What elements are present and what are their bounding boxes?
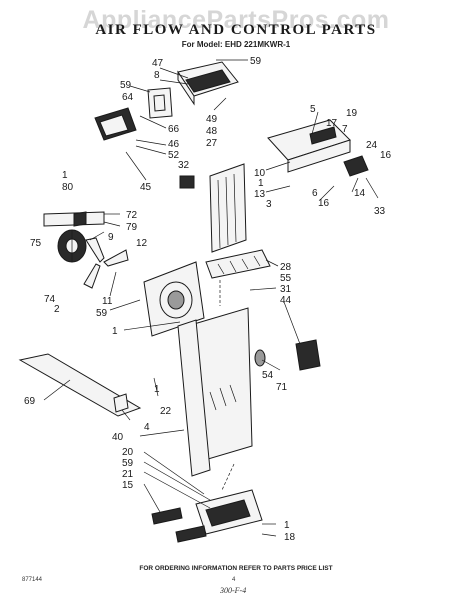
callout-label: 20 <box>122 447 134 458</box>
callout-label: 47 <box>152 58 164 69</box>
callout-label: 1 <box>62 170 68 181</box>
foot-pad <box>175 525 207 543</box>
callout-label: 72 <box>126 210 138 221</box>
callout-label: 27 <box>206 138 218 149</box>
callout-label: 5 <box>310 104 316 115</box>
callout-label: 14 <box>354 188 366 199</box>
callout-labels: 47 8 59 59 64 49 48 66 46 52 45 32 27 5 … <box>24 56 392 543</box>
callout-label: 40 <box>112 432 124 443</box>
callout-label: 11 <box>102 296 113 307</box>
callout-label: 75 <box>30 238 42 249</box>
callout-label: 1 <box>258 178 264 189</box>
callout-label: 28 <box>280 262 292 273</box>
duct-strip <box>18 353 142 417</box>
model-label: For Model: EHD 221MKWR-1 <box>181 40 291 49</box>
callout-label: 24 <box>366 140 378 151</box>
clip <box>113 393 129 413</box>
switch <box>179 175 195 189</box>
callout-label: 19 <box>346 108 358 119</box>
thermostat <box>343 155 369 177</box>
callout-label: 16 <box>380 150 392 161</box>
callout-label: 45 <box>140 182 152 193</box>
air-duct-housing <box>177 61 239 106</box>
air-grille <box>205 249 271 279</box>
callout-label: 66 <box>168 124 180 135</box>
callout-label: 80 <box>62 182 74 193</box>
callout-label: 7 <box>342 124 348 135</box>
callout-label: 12 <box>136 238 148 249</box>
callout-label: 59 <box>122 458 134 469</box>
callout-label: 54 <box>262 370 274 381</box>
callout-label: 8 <box>154 70 160 81</box>
page-number: 4 <box>232 577 236 583</box>
leader-lines <box>43 59 379 537</box>
callout-label: 2 <box>54 304 60 315</box>
handwritten-note: 300-F-4 <box>220 586 247 595</box>
callout-label: 22 <box>160 406 172 417</box>
callout-label: 4 <box>144 422 150 433</box>
fan-shroud <box>143 261 205 337</box>
gasket <box>147 87 173 119</box>
callout-label: 79 <box>126 222 138 233</box>
callout-label: 6 <box>312 188 318 199</box>
document-code: 877144 <box>22 577 43 583</box>
callout-label: 59 <box>120 80 132 91</box>
callout-label: 59 <box>96 308 108 319</box>
callout-label: 16 <box>318 198 330 209</box>
ordering-note: FOR ORDERING INFORMATION REFER TO PARTS … <box>139 565 333 572</box>
callout-label: 71 <box>276 382 288 393</box>
callout-label: 74 <box>44 294 56 305</box>
callout-label: 49 <box>206 114 218 125</box>
page-title: AIR FLOW AND CONTROL PARTS <box>95 22 377 38</box>
callout-label: 18 <box>284 532 296 543</box>
callout-label: 64 <box>122 92 134 103</box>
callout-label: 3 <box>266 199 272 210</box>
light-socket <box>295 339 321 371</box>
callout-label: 52 <box>168 150 180 161</box>
callout-label: 44 <box>280 295 292 306</box>
callout-label: 46 <box>168 139 180 150</box>
callout-label: 10 <box>254 168 266 179</box>
callout-label: 48 <box>206 126 218 137</box>
evaporator-cover <box>209 163 247 253</box>
callout-label: 21 <box>122 469 134 480</box>
damper-control <box>94 107 137 141</box>
fan-blade <box>83 237 129 289</box>
callout-label: 59 <box>250 56 262 67</box>
foot-pad <box>151 507 183 525</box>
callout-label: 32 <box>178 160 190 171</box>
air-channel <box>177 319 211 477</box>
callout-label: 9 <box>108 232 114 243</box>
callout-label: 13 <box>254 189 266 200</box>
rear-panel <box>193 307 266 463</box>
callout-label: 17 <box>326 118 338 129</box>
watermark: AppliancePartsPros.com <box>82 6 390 34</box>
callout-label: 33 <box>374 206 386 217</box>
callout-label: 69 <box>24 396 36 407</box>
control-bracket <box>267 119 351 173</box>
fan-bracket <box>43 211 105 227</box>
callout-label: 31 <box>280 284 292 295</box>
callout-label: 15 <box>122 480 134 491</box>
bottom-tray <box>195 489 263 535</box>
callout-label: 55 <box>280 273 292 284</box>
callout-label: 1 <box>284 520 290 531</box>
callout-label: 1 <box>154 384 160 395</box>
callout-label: 1 <box>112 326 118 337</box>
